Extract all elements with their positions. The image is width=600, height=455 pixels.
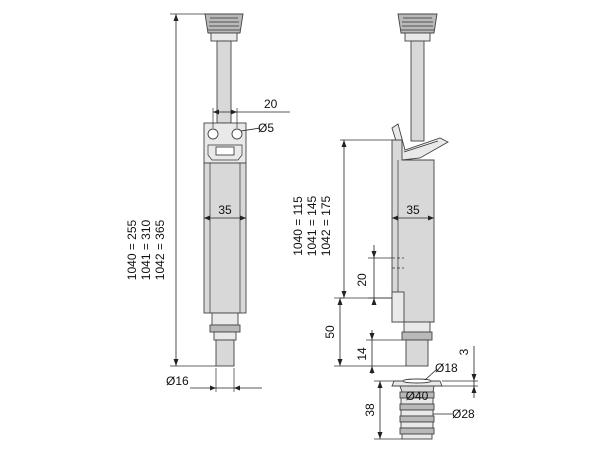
side-dim-20-label: 20 [355, 273, 369, 287]
side-dim-14-label: 14 [355, 347, 369, 361]
front-hole-right [231, 128, 243, 140]
front-top-width-label: 20 [264, 97, 278, 111]
side-foot [405, 339, 429, 367]
side-length-label-1042: 1042 = 175 [319, 195, 333, 256]
front-height-label-1041: 1041 = 310 [139, 219, 153, 280]
front-foot-diameter-label: Ø16 [166, 374, 189, 388]
front-height-label-1040: 1040 = 255 [125, 219, 139, 280]
front-hole-diameter-label: Ø5 [258, 121, 274, 135]
side-length-label-1041: 1041 = 145 [305, 195, 319, 256]
socket-rim-label: 3 [457, 348, 471, 355]
side-view: 1040 = 115 1041 = 145 1042 = 175 35 20 5… [291, 13, 449, 374]
side-length-label-1040: 1040 = 115 [291, 196, 305, 256]
side-body-width-label: 35 [406, 203, 420, 217]
side-rubber-cap [397, 13, 438, 34]
socket-flange-diameter-label: Ø40 [406, 389, 429, 403]
front-height-label-1042: 1042 = 365 [153, 219, 167, 280]
floor-socket-view: 38 3 Ø18 Ø40 Ø28 [363, 346, 478, 440]
front-foot [215, 339, 235, 367]
front-head-block [203, 122, 247, 164]
side-plunger-rod [410, 40, 425, 142]
front-plunger-rod [216, 40, 232, 124]
socket-inner-diameter-label: Ø18 [435, 361, 458, 375]
front-hole-left [207, 128, 219, 140]
front-body-width-label: 35 [218, 203, 232, 217]
socket-body-diameter-label: Ø28 [452, 407, 475, 421]
front-main-body [203, 162, 247, 314]
socket-height-label: 38 [363, 403, 377, 417]
side-dim-50-label: 50 [323, 325, 337, 339]
front-rubber-cap [204, 13, 244, 34]
front-view: 1040 = 255 1041 = 310 1042 = 365 20 Ø5 3… [125, 13, 290, 392]
